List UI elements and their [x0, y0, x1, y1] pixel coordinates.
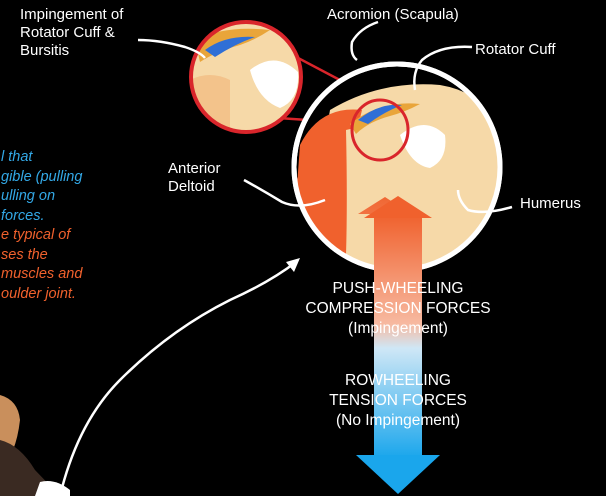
row-line3: (No Impingement) — [296, 411, 500, 431]
row-line1: ROWHEELING — [296, 371, 500, 391]
side-text-orange: e typical of ses the muscles and oulder … — [1, 226, 82, 304]
label-deltoid-line1: Anterior — [168, 160, 221, 178]
pointer-arrow-head — [286, 258, 300, 272]
orange-line-1: e typical of — [1, 226, 82, 246]
leader-acromion — [352, 22, 378, 60]
push-line3: (Impingement) — [276, 319, 520, 339]
push-line1: PUSH-WHEELING — [276, 279, 520, 299]
blue-line-4: forces. — [1, 207, 82, 227]
label-impingement: Impingement of Rotator Cuff & Bursitis — [20, 6, 123, 60]
orange-line-4: oulder joint. — [1, 285, 82, 305]
orange-line-2: ses the — [1, 246, 82, 266]
blue-line-2: gible (pulling — [1, 168, 82, 188]
row-line2: TENSION FORCES — [296, 391, 500, 411]
blue-line-3: ulling on — [1, 187, 82, 207]
label-acromion: Acromion (Scapula) — [327, 6, 459, 24]
magnified-circle — [180, 20, 320, 140]
label-anterior-deltoid: Anterior Deltoid — [168, 160, 221, 196]
side-text-blue: l that gible (pulling ulling on forces. — [1, 148, 82, 226]
push-force-label: PUSH-WHEELING COMPRESSION FORCES (Imping… — [276, 279, 520, 339]
label-impingement-line2: Rotator Cuff & — [20, 24, 123, 42]
label-humerus: Humerus — [520, 195, 581, 213]
row-force-label: ROWHEELING TENSION FORCES (No Impingemen… — [296, 371, 500, 431]
pointer-arrow-line — [62, 262, 296, 488]
push-line2: COMPRESSION FORCES — [276, 299, 520, 319]
label-impingement-line3: Bursitis — [20, 42, 123, 60]
label-deltoid-line2: Deltoid — [168, 178, 221, 196]
orange-line-3: muscles and — [1, 265, 82, 285]
blue-line-1: l that — [1, 148, 82, 168]
label-impingement-line1: Impingement of — [20, 6, 123, 24]
label-rotator-cuff: Rotator Cuff — [475, 41, 556, 59]
